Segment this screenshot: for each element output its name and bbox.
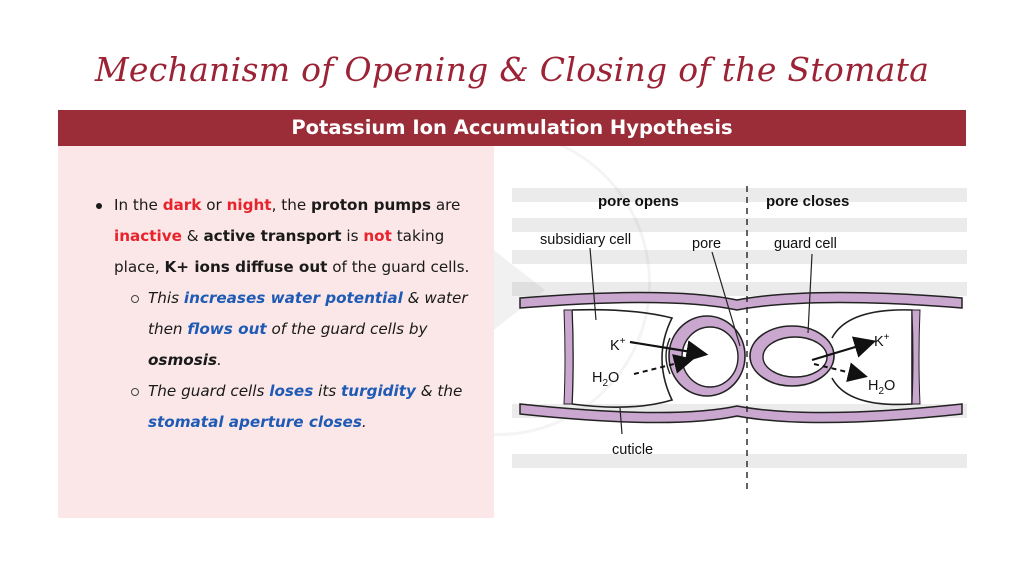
sub-text: This (148, 289, 184, 307)
label-k-left: K+ (610, 336, 626, 354)
sub-text: . (217, 351, 222, 369)
term-proton-pumps: proton pumps (311, 196, 432, 214)
lower-cell-wall (519, 403, 963, 424)
upper-cell-wall (519, 291, 963, 311)
bullet-text: , the (271, 196, 311, 214)
sub-text: & the (415, 382, 463, 400)
page-title: Mechanism of Opening & Closing of the St… (94, 50, 930, 89)
term-not: not (363, 227, 392, 245)
label-pore-closes: pore closes (766, 193, 849, 210)
notes-panel (58, 146, 494, 518)
sub-bullet-turgidity: The guard cells loses its turgidity & th… (90, 376, 480, 438)
stomata-diagram: pore opens pore closes subsidiary cell p… (512, 168, 967, 498)
h2o-influx-arrow (633, 354, 694, 375)
term-stomatal-aperture-closes: stomatal aperture closes (148, 413, 362, 431)
term-turgidity: turgidity (341, 382, 416, 400)
k-efflux-arrow (811, 336, 877, 362)
right-subsidiary-wall (911, 309, 921, 405)
label-cuticle: cuticle (612, 442, 653, 458)
label-k-right: K+ (874, 332, 890, 350)
term-increases-water-potential: increases water potential (183, 289, 403, 307)
term-loses: loses (269, 382, 314, 400)
right-guard-cell-inner (762, 336, 828, 378)
term-flows-out: flows out (187, 320, 267, 338)
bullet-text: & (181, 227, 204, 245)
sub-text: . (361, 413, 367, 431)
bullet-text: are (431, 196, 461, 214)
bullet-text: of the guard cells. (327, 258, 470, 276)
left-guard-junction (665, 337, 671, 375)
label-guard-cell: guard cell (774, 236, 837, 252)
term-dark: dark (162, 196, 202, 214)
term-k-ions: K+ ions diffuse out (164, 258, 328, 276)
pore-leader (711, 251, 741, 347)
term-osmosis: osmosis (148, 351, 218, 369)
cuticle-leader (619, 407, 623, 435)
label-h2o-left: H2O (592, 370, 619, 389)
left-subsidiary-cell (571, 308, 674, 408)
term-inactive: inactive (114, 227, 182, 245)
label-h2o-right: H2O (868, 378, 895, 397)
label-pore: pore (692, 236, 721, 252)
main-bullet: In the dark or night, the proton pumps a… (90, 190, 480, 283)
bullet-text: is (341, 227, 364, 245)
sub-text: The guard cells (148, 382, 270, 400)
term-active-transport: active transport (203, 227, 342, 245)
label-subsidiary-cell: subsidiary cell (540, 232, 631, 248)
right-subsidiary-cell (831, 309, 913, 406)
subsidiary-leader (589, 247, 597, 321)
guard-cell-leader (807, 253, 813, 334)
bullet-text: In the (114, 196, 163, 214)
sub-text: & water then (148, 289, 468, 338)
bullet-text: taking place, (114, 227, 445, 276)
sub-text: its (313, 382, 342, 400)
term-night: night (226, 196, 272, 214)
notes-content: In the dark or night, the proton pumps a… (90, 190, 480, 438)
left-subsidiary-wall (563, 309, 574, 405)
sub-text: of the guard cells by (266, 320, 428, 338)
k-influx-arrow (629, 340, 709, 363)
section-banner: Potassium Ion Accumulation Hypothesis (58, 110, 966, 146)
bullet-text: or (201, 196, 227, 214)
background-texture (512, 188, 967, 468)
sub-bullet-water-potential: This increases water potential & water t… (90, 283, 480, 376)
label-pore-opens: pore opens (598, 193, 679, 210)
left-guard-cell-inner (681, 326, 739, 388)
